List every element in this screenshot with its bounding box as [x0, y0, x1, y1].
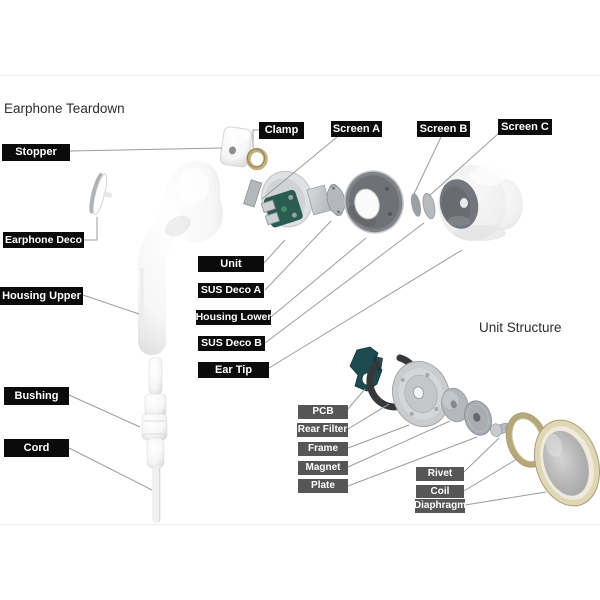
leader-screen-b: [413, 136, 442, 195]
leader-earphone-deco: [84, 217, 98, 241]
teardown-title: Earphone Teardown: [4, 101, 125, 116]
leader-stopper: [69, 147, 223, 152]
plate-part: [464, 400, 492, 436]
leader-unit: [263, 239, 286, 264]
label-sus-deco-b: SUS Deco B: [198, 336, 265, 351]
label-clamp: Clamp: [259, 122, 304, 139]
leader-frame: [347, 424, 410, 449]
leader-rivet: [463, 437, 500, 473]
diaphragm-part: [534, 419, 600, 507]
sus-deco-a-part: [326, 183, 346, 217]
unit-structure-title: Unit Structure: [479, 320, 562, 335]
label-housing-lower: Housing Lower: [195, 310, 272, 325]
magnet-part: [441, 387, 469, 423]
label-magnet: Magnet: [298, 461, 348, 475]
bushing-part: [141, 356, 168, 469]
leader-bushing: [68, 394, 141, 428]
screen-a-part: [243, 179, 263, 208]
frame-part: [391, 360, 451, 428]
label-rear-filter: Rear Filter: [297, 423, 348, 437]
stopper-part: [219, 126, 253, 168]
label-screen-a: Screen A: [331, 121, 382, 137]
unit-part: [260, 170, 313, 228]
label-plate: Plate: [298, 479, 348, 493]
label-pcb: PCB: [298, 405, 348, 419]
leader-rear-filter: [347, 403, 390, 430]
leader-housing-lower: [270, 237, 367, 318]
housing-lower-part: [344, 170, 404, 234]
leader-pcb: [346, 388, 366, 411]
label-diaphragm: Diaphragm: [413, 499, 467, 513]
leader-sus-deco-b: [264, 222, 425, 344]
label-bushing: Bushing: [4, 387, 69, 405]
clamp-part: [246, 147, 268, 171]
label-rivet: Rivet: [416, 467, 464, 481]
cord-part: [152, 466, 161, 523]
label-screen-b: Screen B: [417, 121, 470, 137]
label-stopper: Stopper: [2, 144, 70, 161]
unit-structure-illustration: [349, 346, 600, 507]
earphone-illustration: [89, 126, 523, 523]
earphone-deco-part: [89, 172, 113, 216]
leader-clamp: [252, 129, 259, 148]
leader-lines: [68, 129, 547, 506]
label-housing-upper: Housing Upper: [0, 287, 83, 305]
label-sus-deco-a: SUS Deco A: [198, 283, 264, 298]
label-earphone-deco: Earphone Deco: [3, 232, 84, 248]
ear-tip-part: [438, 165, 523, 241]
leader-sus-deco-a: [264, 220, 332, 291]
label-unit: Unit: [198, 256, 264, 272]
leader-cord: [68, 447, 153, 491]
leader-coil: [463, 458, 518, 492]
leader-diaphragm: [464, 491, 547, 506]
pcb-part: [349, 346, 383, 392]
photo-area-borders: [0, 75, 600, 525]
label-coil: Coil: [416, 485, 464, 498]
label-screen-c: Screen C: [498, 119, 552, 135]
earphone-body-part: [138, 160, 224, 355]
leader-ear-tip: [268, 249, 463, 369]
leader-plate: [347, 436, 478, 487]
leader-screen-c: [428, 132, 500, 197]
label-frame: Frame: [298, 442, 348, 456]
leader-screen-a: [261, 136, 338, 200]
label-ear-tip: Ear Tip: [198, 362, 269, 378]
screen-b-part: [410, 192, 436, 220]
label-cord: Cord: [4, 439, 69, 457]
leader-housing-upper: [82, 294, 140, 315]
leader-magnet: [347, 420, 451, 468]
